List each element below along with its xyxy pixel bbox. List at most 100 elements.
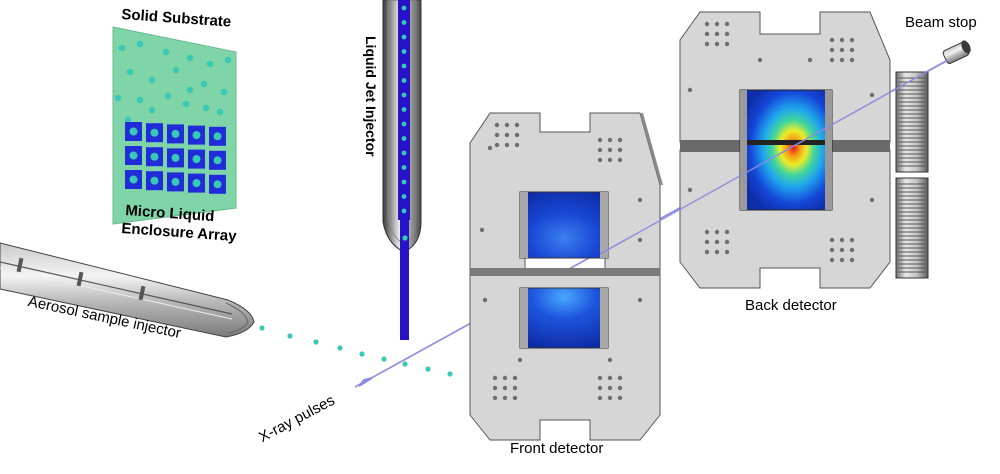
jet-droplet — [401, 49, 407, 54]
label-back-detector: Back detector — [745, 297, 837, 314]
xray-arrowhead — [358, 377, 373, 387]
substrate-droplet — [148, 106, 156, 114]
mount-hole — [829, 37, 835, 43]
mount-hole — [869, 197, 875, 203]
substrate-droplet — [162, 48, 170, 56]
jet-droplet — [401, 92, 407, 98]
mount-hole — [704, 31, 710, 37]
mount-hole — [494, 132, 500, 138]
substrate-droplet — [148, 76, 156, 84]
mount-hole — [704, 239, 710, 245]
mount-hole — [607, 157, 613, 163]
mount-hole — [512, 385, 518, 391]
mount-hole — [512, 395, 518, 401]
mount-hole — [849, 47, 855, 53]
beam-stop-icon — [942, 40, 971, 64]
substrate-droplet — [114, 94, 122, 102]
mount-hole — [492, 395, 498, 401]
mount-hole — [714, 249, 720, 255]
label-beam-stop: Beam stop — [905, 14, 977, 31]
mount-hole — [829, 57, 835, 63]
aerosol-droplet — [402, 361, 408, 367]
mount-hole — [829, 257, 835, 263]
mount-hole — [597, 375, 603, 381]
substrate-droplet — [126, 68, 134, 76]
mount-hole — [492, 375, 498, 381]
mount-hole — [607, 385, 613, 391]
substrate-plate-icon — [112, 26, 237, 225]
mount-hole — [502, 395, 508, 401]
enclosure-droplet — [171, 177, 180, 186]
mount-hole — [617, 137, 623, 143]
label-liquid-jet: Liquid Jet Injector — [363, 36, 379, 157]
mount-hole — [829, 237, 835, 243]
substrate-droplet — [186, 86, 194, 94]
mount-hole — [607, 137, 613, 143]
mount-hole — [724, 41, 730, 47]
substrate-droplet — [118, 44, 126, 52]
mount-hole — [607, 395, 613, 401]
substrate-droplet — [224, 56, 232, 64]
jet-droplet — [401, 78, 407, 83]
jet-droplet — [401, 194, 407, 199]
enclosure-droplet — [150, 152, 159, 161]
jet-droplet — [401, 107, 407, 112]
jet-droplet — [401, 5, 407, 11]
mount-hole — [607, 147, 613, 153]
mount-hole — [502, 375, 508, 381]
front-detector-lower — [469, 268, 661, 441]
aerosol-droplet — [287, 333, 293, 339]
mount-hole — [849, 57, 855, 63]
mount-hole — [839, 237, 845, 243]
substrate-droplet — [206, 60, 214, 68]
mount-hole — [839, 57, 845, 63]
aerosol-droplet — [259, 325, 265, 331]
mount-hole — [504, 132, 510, 138]
mount-hole — [839, 37, 845, 43]
substrate-droplet — [172, 66, 180, 74]
mount-hole — [714, 31, 720, 37]
mount-hole — [617, 157, 623, 163]
mount-hole — [714, 41, 720, 47]
mount-hole — [839, 257, 845, 263]
mount-hole — [714, 229, 720, 235]
mount-hole — [597, 395, 603, 401]
mount-hole — [502, 385, 508, 391]
jet-droplets — [401, 5, 408, 241]
mount-hole — [869, 92, 875, 98]
mount-hole — [514, 132, 520, 138]
mount-hole — [597, 137, 603, 143]
enclosure-droplet — [150, 176, 159, 185]
jet-droplet — [401, 63, 407, 69]
mount-hole — [687, 187, 693, 193]
back-detector — [679, 11, 929, 289]
mount-hole — [514, 142, 520, 148]
jet-droplet — [401, 34, 407, 40]
mount-hole — [637, 197, 643, 203]
mount-hole — [494, 122, 500, 128]
enclosure-droplet — [129, 127, 138, 136]
mount-hole — [514, 122, 520, 128]
beam-segment — [599, 59, 949, 255]
jet-droplet — [401, 20, 407, 25]
substrate-droplet — [216, 108, 224, 116]
label-front-detector: Front detector — [510, 440, 604, 457]
jet-droplet — [401, 179, 407, 185]
mount-hole — [607, 375, 613, 381]
mount-hole — [617, 395, 623, 401]
mount-hole — [839, 47, 845, 53]
enclosure-droplet — [192, 131, 201, 140]
mount-hole — [492, 385, 498, 391]
mount-hole — [494, 142, 500, 148]
mount-hole — [512, 375, 518, 381]
aerosol-droplet — [447, 371, 453, 377]
substrate-droplet — [164, 92, 172, 100]
aerosol-droplet — [425, 366, 431, 372]
substrate-droplet — [200, 80, 208, 88]
enclosure-droplet — [129, 151, 138, 160]
substrate-droplet — [220, 88, 228, 96]
mount-hole — [617, 375, 623, 381]
mount-hole — [704, 41, 710, 47]
mount-hole — [637, 297, 643, 303]
